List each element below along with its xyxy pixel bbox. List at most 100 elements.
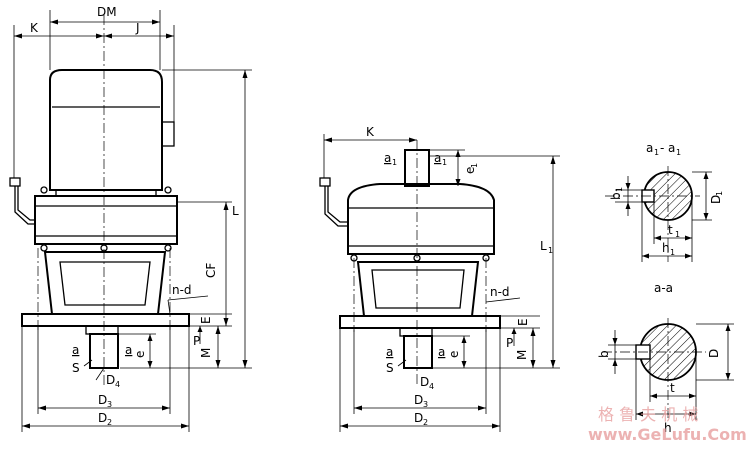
label-t1-sub: 1 — [675, 230, 680, 239]
watermark-url: www.GeLufu.Com — [588, 425, 747, 444]
label-d3-sub: 3 — [107, 400, 112, 409]
left-bolt-3 — [40, 244, 48, 252]
mid-label-e-upper: E — [516, 318, 530, 326]
left-bolt-5 — [164, 244, 172, 252]
mid-m-arrows — [530, 328, 536, 368]
section-a1-title-b: a — [668, 141, 675, 155]
mid-output-shaft — [403, 335, 433, 369]
label-d4: D — [106, 373, 115, 387]
mid-nd-leader — [485, 297, 521, 303]
mid-s-leader — [397, 359, 407, 367]
label-h1-sub: 1 — [670, 248, 675, 257]
label-b1-sub: 1 — [615, 187, 624, 192]
mid-e-shaft-arrows — [461, 336, 467, 368]
label-s: S — [72, 361, 80, 375]
mid-label-e1-sub: 1 — [470, 163, 479, 168]
label-t1: t — [668, 223, 673, 237]
mid-label-d3-sub: 3 — [423, 400, 428, 409]
left-dipstick — [14, 186, 35, 225]
label-h: h — [664, 421, 672, 435]
label-d1: D — [709, 195, 723, 204]
mid-label-a1-left-sub: 1 — [392, 158, 397, 167]
mid-label-d4-sub: 4 — [429, 382, 434, 391]
mid-label-d4: D — [420, 375, 429, 389]
left-bolt-2 — [164, 186, 172, 194]
mid-label-a-left: a — [386, 345, 393, 359]
label-d4-sub: 4 — [115, 380, 120, 389]
label-d: D — [707, 349, 721, 358]
left-bolt-1 — [40, 186, 48, 194]
mid-housing — [347, 183, 495, 255]
left-housing — [34, 195, 178, 245]
nd-leader — [167, 295, 209, 301]
left-motor-body — [49, 69, 163, 191]
watermark-cn: 格 鲁 夫 机 械 — [598, 405, 698, 424]
mid-label-d2: D — [414, 411, 423, 425]
left-dipstick-b — [17, 186, 35, 221]
label-d3: D — [98, 393, 107, 407]
label-a-left: a — [72, 343, 79, 357]
s-leader — [83, 359, 93, 367]
mid-shaft-collar — [399, 327, 433, 337]
left-dipstick-cap — [9, 177, 21, 187]
section-a-a: a-a b D t h — [597, 281, 734, 435]
mid-label-d2-sub: 2 — [423, 418, 428, 427]
p-arrow — [197, 326, 203, 332]
label-dm: DM — [97, 5, 117, 19]
label-p: P — [193, 334, 200, 348]
section-a1-title-a: a — [646, 141, 653, 155]
label-h1: h — [662, 241, 670, 255]
mid-label-l1-sub: 1 — [548, 246, 553, 255]
mid-label-p: P — [506, 336, 513, 350]
mid-dipstick — [324, 186, 348, 227]
nd-leader-2 — [167, 299, 171, 315]
left-base-inner — [59, 261, 151, 306]
middle-reducer-view: K a 1 a 1 e 1 L 1 n-d E P M e a a S D 4 … — [319, 125, 560, 432]
mid-label-nd: n-d — [490, 285, 510, 299]
mid-label-a1-right-sub: 1 — [442, 158, 447, 167]
mid-dipstick-b — [327, 186, 348, 223]
label-a-right: a — [125, 343, 132, 357]
section-a1-a1: a 1 - a 1 b 1 D 1 t 1 h 1 — [605, 141, 724, 262]
b1-arrows — [625, 183, 631, 209]
mid-label-a1-right: a — [434, 151, 441, 165]
mid-label-a1-left: a — [384, 151, 391, 165]
label-d2-sub: 2 — [107, 418, 112, 427]
h-arrows — [636, 411, 696, 417]
label-e-upper: E — [199, 316, 213, 324]
label-t: t — [670, 381, 675, 395]
label-b1: b — [609, 192, 623, 200]
label-l: L — [232, 204, 239, 218]
mid-label-e1: e — [463, 167, 477, 174]
mid-base-inner — [371, 269, 465, 309]
label-k: K — [30, 21, 39, 35]
section-a-title: a-a — [654, 281, 673, 295]
label-b: b — [597, 350, 611, 358]
mid-base-plate — [339, 315, 501, 329]
mid-label-e-shaft: e — [447, 351, 461, 358]
mid-label-k: K — [366, 125, 375, 139]
mid-dipstick-cap — [319, 177, 331, 187]
label-cf: CF — [204, 263, 218, 278]
mid-label-s: S — [386, 361, 394, 375]
section-a1-title-a-sub: 1 — [654, 148, 659, 157]
section-a1-title-b-sub: 1 — [676, 148, 681, 157]
mid-p-arrow — [511, 328, 517, 334]
label-j: J — [135, 21, 140, 35]
left-terminal-box — [161, 121, 175, 147]
left-reducer-view: DM K J L CF n-d E P M e a a S D 4 D 3 D … — [9, 5, 252, 432]
mid-label-l1: L — [540, 239, 547, 253]
mid-label-a-right: a — [438, 345, 445, 359]
left-base-plate — [21, 313, 190, 327]
section-a1-title-dash: - — [660, 141, 664, 155]
label-d2: D — [98, 411, 107, 425]
left-shaft-collar — [85, 325, 119, 335]
e-shaft-arrows — [147, 334, 153, 368]
mid-label-d3: D — [414, 393, 423, 407]
watermark: 格 鲁 夫 机 械 www.GeLufu.Com — [588, 405, 747, 444]
label-m: M — [199, 348, 213, 358]
mid-label-m: M — [515, 350, 529, 360]
b-arrows — [612, 338, 618, 366]
